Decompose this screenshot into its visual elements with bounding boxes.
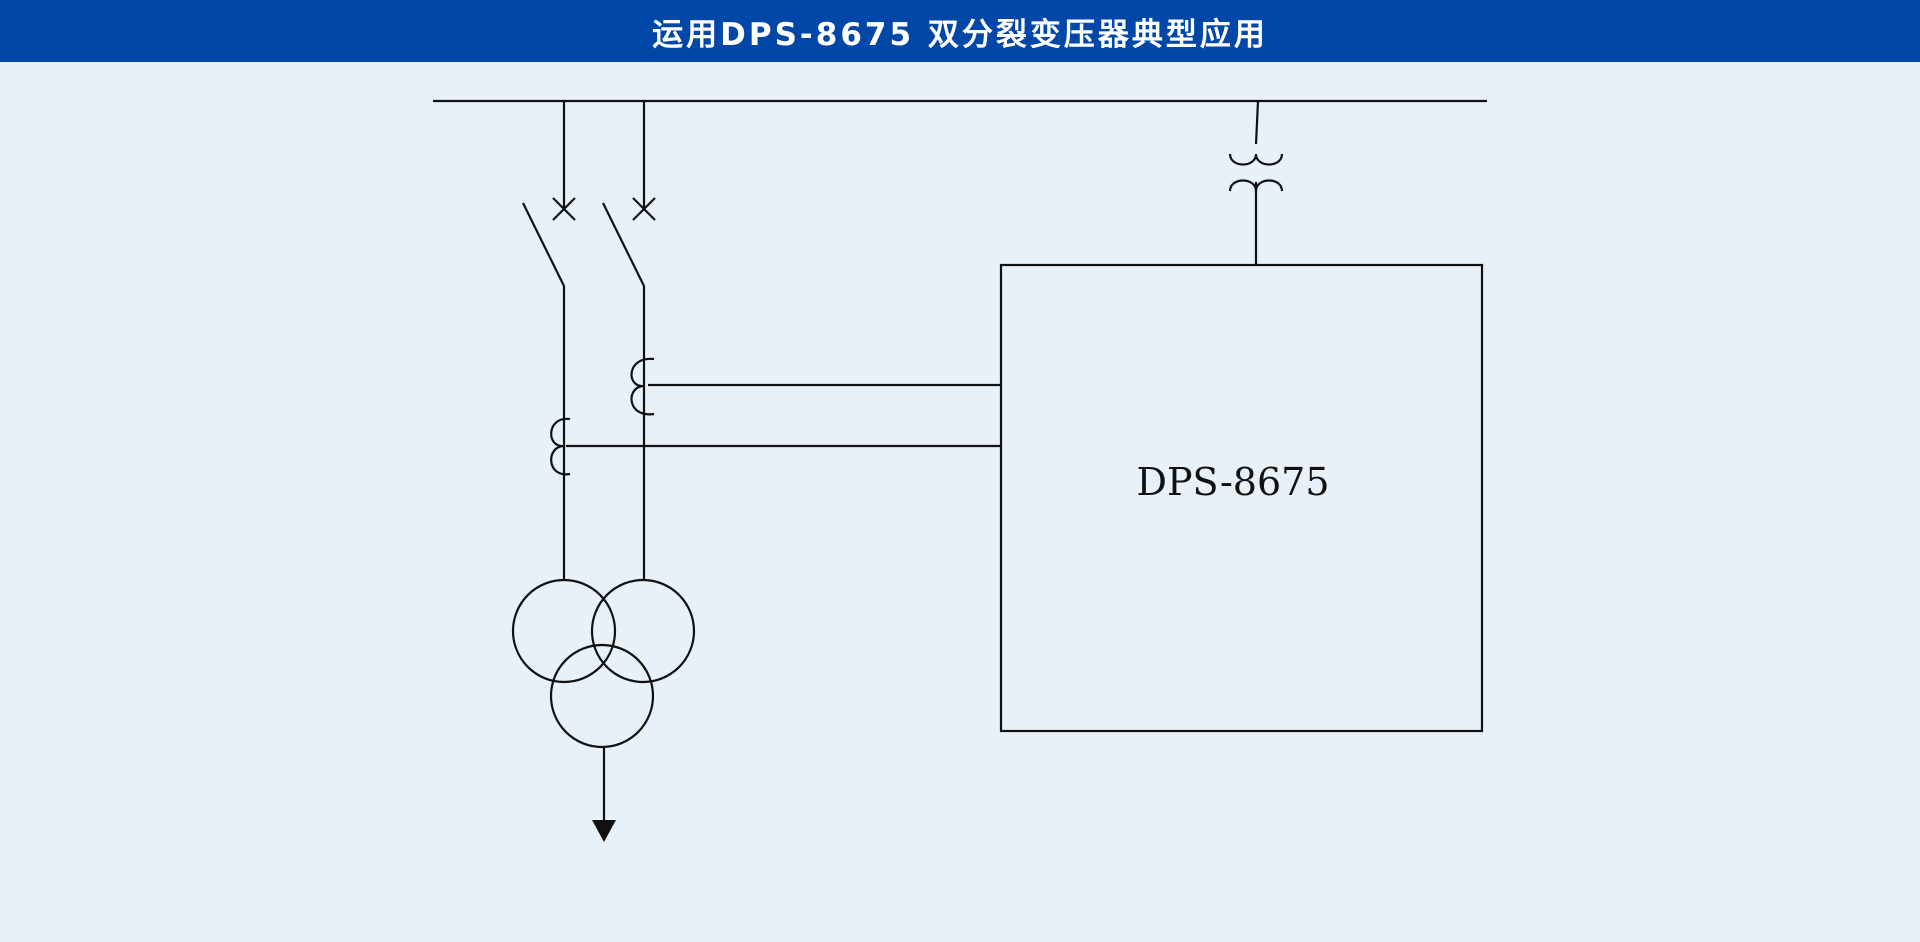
pt-winding-icon	[1228, 153, 1284, 166]
left-feeder	[522, 101, 576, 580]
single-line-diagram: DPS-8675	[433, 99, 1487, 842]
page-title: 运用DPS-8675 双分裂变压器典型应用	[652, 16, 1268, 53]
dps-device-box	[999, 263, 1484, 733]
right-ct-icon	[630, 357, 655, 416]
title-bar: 运用DPS-8675 双分裂变压器典型应用	[0, 0, 1920, 62]
left-ct-icon	[550, 417, 571, 476]
right-switch-blade	[602, 202, 645, 287]
left-switch-blade	[522, 202, 565, 287]
split-transformer-icon	[511, 578, 696, 822]
device-label: DPS-8675	[1136, 460, 1329, 504]
load-arrow-icon	[592, 820, 616, 842]
left-disconnector-x-icon	[552, 197, 576, 221]
right-disconnector-x-icon	[632, 197, 656, 221]
bus-pt	[1228, 100, 1284, 265]
right-feeder	[602, 101, 656, 580]
